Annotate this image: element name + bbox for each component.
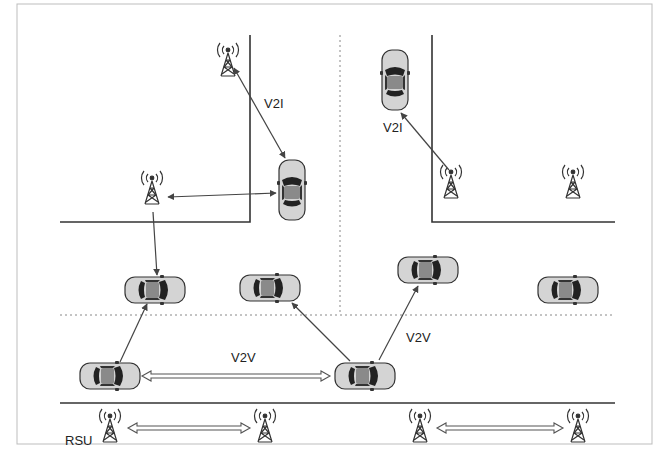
v2i-link [234, 68, 285, 158]
link-label: V2V [405, 330, 432, 345]
car [80, 361, 140, 391]
rsu-tower [562, 165, 583, 198]
road-edge [432, 35, 615, 222]
double-arrows [128, 371, 563, 433]
v2v-link [379, 286, 418, 360]
cars [80, 50, 598, 391]
lane-marking [340, 35, 341, 312]
link-label: V2V [230, 350, 257, 365]
lane-marking [60, 315, 615, 316]
road-edge [60, 35, 250, 222]
rsu-tower [409, 409, 430, 442]
car [538, 275, 598, 305]
links [120, 68, 449, 362]
rsu-towers [99, 43, 588, 442]
v2i-link [401, 113, 449, 170]
rsu-tower [254, 409, 275, 442]
link-label: V2I [382, 120, 404, 135]
lane-markings [60, 35, 615, 315]
rsu-double-arrow [128, 423, 250, 433]
car [125, 275, 185, 305]
rsu-double-arrow [437, 423, 563, 433]
rsu-tower [141, 171, 162, 204]
car [277, 160, 307, 220]
v2i-link [153, 212, 157, 275]
rsu-tower [99, 409, 120, 442]
road-edge [60, 402, 615, 404]
link-label: V2I [263, 96, 285, 111]
rsu-tower [440, 165, 461, 198]
v2v-link [120, 304, 147, 362]
car [398, 255, 458, 285]
car [240, 273, 300, 303]
road-edges [60, 35, 615, 403]
car [335, 361, 395, 391]
v2v-double-arrow [142, 371, 330, 381]
frame [17, 4, 652, 444]
car [380, 50, 410, 110]
link-label: RSU [64, 433, 93, 448]
rsu-tower [567, 409, 588, 442]
v2i-link [168, 193, 276, 197]
v2v-link [292, 303, 350, 361]
